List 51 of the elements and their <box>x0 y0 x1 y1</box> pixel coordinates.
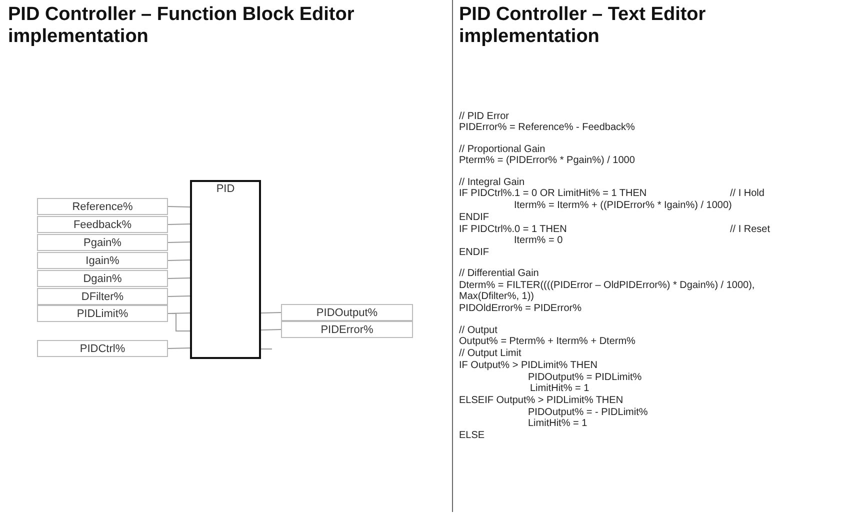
code-line: PIDError% = Reference% - Feedback% <box>459 122 635 134</box>
code-line: PIDOutput% = PIDLimit% <box>528 372 642 384</box>
code-line: ELSE <box>459 430 485 442</box>
connector-line <box>168 224 190 225</box>
code-line: ENDIF <box>459 247 489 259</box>
code-line: IF PIDCtrl%.1 = 0 OR LimitHit% = 1 THEN <box>459 188 647 200</box>
connector-line <box>168 242 190 243</box>
variable-box: DFilter% <box>37 288 168 305</box>
code-line: Pterm% = (PIDError% * Pgain%) / 1000 <box>459 155 635 167</box>
variable-box: PIDCtrl% <box>37 340 168 357</box>
code-line: IF PIDCtrl%.0 = 1 THEN <box>459 224 567 236</box>
panel-heading: PID Controller – Text Editor implementation <box>459 4 707 48</box>
connector-line <box>260 329 282 330</box>
variable-box: Dgain% <box>37 270 168 287</box>
code-line: // PID Error <box>459 111 510 123</box>
code-line: Output% = Pterm% + Iterm% + Dterm% <box>459 336 636 348</box>
code-line: Iterm% = 0 <box>514 235 563 247</box>
connector-line <box>168 278 190 279</box>
variable-box: PIDError% <box>281 321 413 338</box>
code-line: PIDOutput% = - PIDLimit% <box>528 407 648 418</box>
connector-line <box>168 206 190 208</box>
variable-box: Reference% <box>37 198 168 215</box>
panel-heading: PID Controller – Function Block Editor implementation <box>8 4 356 48</box>
code-line: Max(Dfilter%, 1)) <box>459 291 534 303</box>
code-line: // Output <box>459 325 498 337</box>
block-title: PID <box>216 182 235 196</box>
variable-box: Pgain% <box>37 234 168 251</box>
code-line: Dterm% = FILTER((((PIDError – OldPIDError%) * Dgain%) / 1000), <box>459 280 755 292</box>
connector-line <box>168 296 190 297</box>
code-line: ENDIF <box>459 212 489 224</box>
connector-line <box>260 312 282 314</box>
connector-line <box>168 313 190 332</box>
variable-box: PIDOutput% <box>281 304 413 321</box>
code-line: // Differential Gain <box>459 268 539 280</box>
code-line: // I Reset <box>730 224 770 236</box>
code-line: // Integral Gain <box>459 177 525 188</box>
code-line: // Proportional Gain <box>459 144 546 156</box>
code-line: ELSEIF Output% > PIDLimit% THEN <box>459 395 624 407</box>
code-line: LimitHit% = 1 <box>528 418 588 430</box>
function-block <box>190 180 261 359</box>
variable-box: Feedback% <box>37 216 168 233</box>
connector-line <box>168 348 190 349</box>
variable-box: PIDLimit% <box>37 305 168 322</box>
code-line: // I Hold <box>730 188 764 200</box>
variable-box: Igain% <box>37 252 168 269</box>
code-line: IF Output% > PIDLimit% THEN <box>459 360 598 372</box>
code-line: LimitHit% = 1 <box>530 383 590 395</box>
connector-line <box>168 260 190 261</box>
code-line: // Output Limit <box>459 348 522 360</box>
code-line: PIDOldError% = PIDError% <box>459 303 582 315</box>
code-line: Iterm% = Iterm% + ((PIDError% * Igain%) / 1000) <box>514 200 732 212</box>
